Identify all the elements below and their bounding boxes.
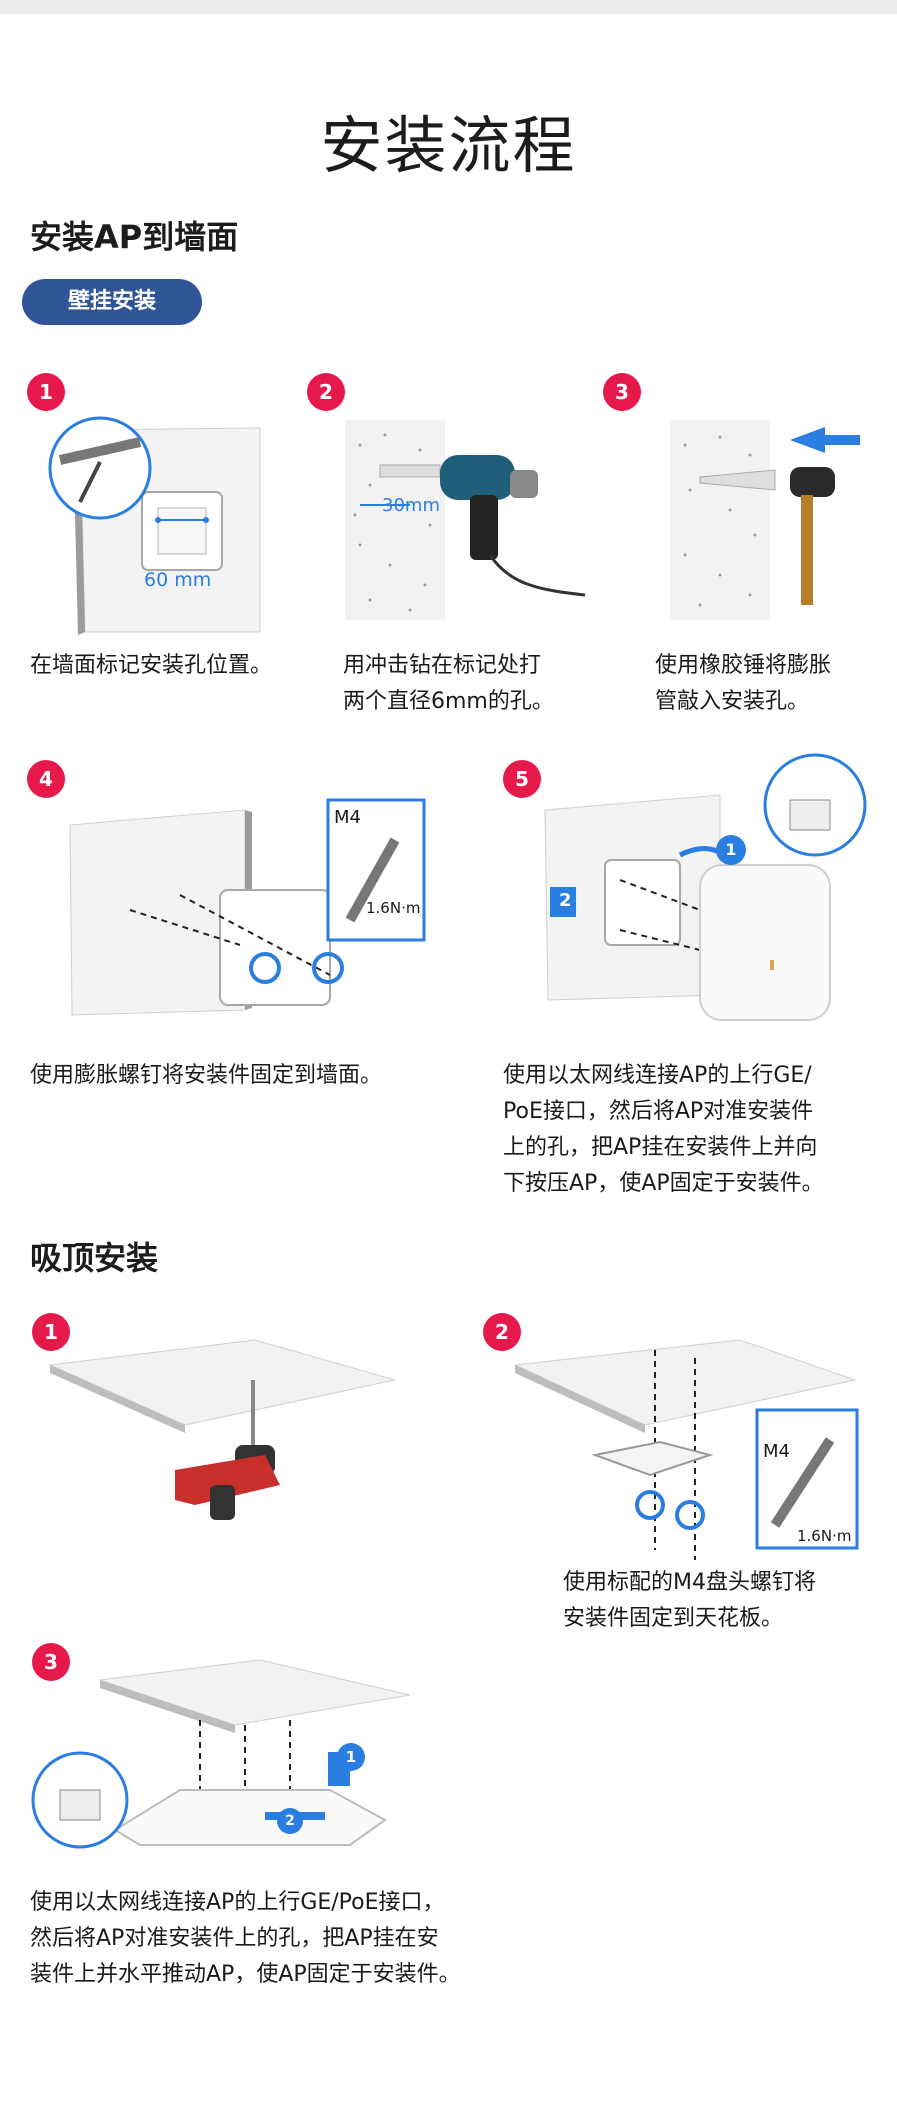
wall-step-5-illustration (544, 753, 867, 1021)
ceiling-step-3-badge: 3 (32, 1643, 70, 1681)
wall-step-1-dimension-label: 60 mm (144, 569, 212, 591)
wall-step-4-caption: 使用膨胀螺钉将安装件固定到墙面。 (30, 1063, 383, 1088)
wall-step-1-badge: 1 (27, 373, 65, 411)
page-title: 安装流程 (320, 109, 577, 182)
wall-step-5-caption-line-2: PoE接口，然后将AP对准安装件 (503, 1099, 814, 1124)
ceiling-step-2-inset-screw: M4 (763, 1441, 790, 1462)
ceiling-step-1-badge: 1 (32, 1313, 70, 1351)
ceiling-step-2-badge: 2 (483, 1313, 521, 1351)
wall-step-4-illustration (69, 798, 426, 1016)
wall-step-1-caption: 在墙面标记安装孔位置。 (30, 653, 273, 678)
wall-step-5-caption-line-1: 使用以太网线连接AP的上行GE/ (503, 1063, 812, 1088)
ceiling-section-title: 吸顶安装 (30, 1239, 159, 1277)
wall-step-4-badge: 4 (27, 760, 65, 798)
ceiling-step-2-inset-torque: 1.6N·m (797, 1527, 852, 1545)
wall-step-5-caption-line-4: 下按压AP，使AP固定于安装件。 (503, 1171, 824, 1196)
ceiling-step-3-arrow-1-label: 1 (337, 1743, 365, 1771)
wall-step-5-arrow-1-label: 1 (716, 835, 746, 865)
wall-mount-tag: 壁挂安装 (22, 279, 202, 325)
ceiling-step-2-illustration (513, 1339, 859, 1560)
wall-step-4-inset-screw: M4 (334, 807, 361, 828)
wall-section-title: 安装AP到墙面 (30, 218, 239, 256)
wall-step-1-illustration (48, 416, 261, 635)
wall-step-3-badge: 3 (603, 373, 641, 411)
wall-step-2-dimension-label: 30mm (382, 495, 440, 516)
ceiling-step-1-illustration (48, 1339, 396, 1520)
ceiling-step-2-caption-line-1: 使用标配的M4盘头螺钉将 (563, 1570, 816, 1595)
wall-step-3-caption-line-2: 管敲入安装孔。 (655, 689, 810, 714)
top-bar (0, 0, 897, 14)
wall-step-5-arrow-2-label: 2 (559, 890, 572, 911)
wall-step-4-inset-torque: 1.6N·m (366, 899, 421, 917)
wall-step-5-caption-line-3: 上的孔，把AP挂在安装件上并向 (503, 1135, 818, 1160)
wall-step-2-caption-line-2: 两个直径6mm的孔。 (343, 689, 554, 714)
ceiling-step-2-caption-line-2: 安装件固定到天花板。 (563, 1606, 784, 1631)
ceiling-step-3-illustration (31, 1659, 411, 1849)
ceiling-step-3-arrow-2-label: 2 (277, 1808, 303, 1834)
wall-step-2-badge: 2 (307, 373, 345, 411)
wall-step-2-caption-line-1: 用冲击钻在标记处打 (343, 653, 542, 678)
wall-step-3-illustration (670, 420, 860, 620)
wall-step-2-illustration (345, 420, 586, 620)
ceiling-step-3-caption-line-1: 使用以太网线连接AP的上行GE/PoE接口， (30, 1890, 445, 1915)
wall-step-5-badge: 5 (503, 760, 541, 798)
ceiling-step-3-caption-line-2: 然后将AP对准安装件上的孔，把AP挂在安 (30, 1926, 439, 1951)
ceiling-step-3-caption-line-3: 装件上并水平推动AP，使AP固定于安装件。 (30, 1962, 461, 1987)
wall-step-3-caption-line-1: 使用橡胶锤将膨胀 (655, 653, 832, 678)
